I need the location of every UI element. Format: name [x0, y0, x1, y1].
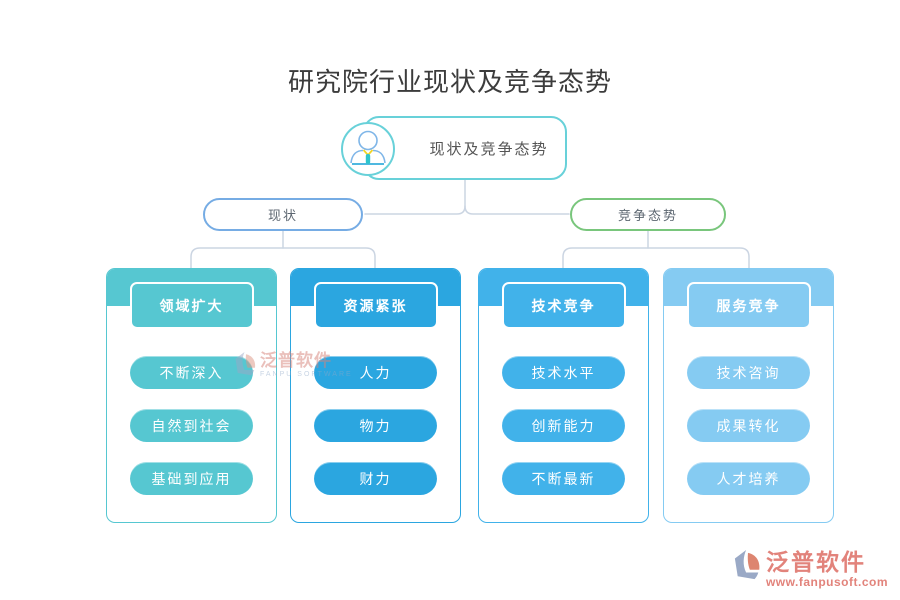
- item-pill: 人力: [314, 356, 437, 389]
- card-items: 不断深入 自然到社会 基础到应用: [107, 356, 276, 495]
- root-node: 现状及竞争态势: [341, 116, 567, 180]
- card-service-competition: 服务竞争 技术咨询 成果转化 人才培养: [663, 268, 834, 523]
- item-pill: 创新能力: [502, 409, 625, 442]
- branch-status-label: 现状: [267, 208, 298, 223]
- card-header: 服务竞争: [686, 282, 811, 329]
- item-pill: 技术水平: [502, 356, 625, 389]
- item-pill: 不断深入: [130, 356, 253, 389]
- watermark-corner-brand: 泛普软件: [765, 549, 866, 575]
- card-items: 技术咨询 成果转化 人才培养: [664, 356, 833, 495]
- card-field-expansion: 领域扩大 不断深入 自然到社会 基础到应用: [106, 268, 277, 523]
- item-pill: 财力: [314, 462, 437, 495]
- card-header: 资源紧张: [313, 282, 438, 329]
- card-items: 人力 物力 财力: [291, 356, 460, 495]
- branch-competition-label: 竞争态势: [617, 208, 678, 223]
- item-pill: 自然到社会: [130, 409, 253, 442]
- card-tech-competition: 技术竞争 技术水平 创新能力 不断最新: [478, 268, 649, 523]
- diagram-title: 研究院行业现状及竞争态势: [287, 68, 612, 97]
- item-pill: 物力: [314, 409, 437, 442]
- branch-status: 现状: [203, 198, 363, 231]
- root-node-label: 现状及竞争态势: [429, 140, 549, 158]
- card-header: 领域扩大: [129, 282, 254, 329]
- card-items: 技术水平 创新能力 不断最新: [479, 356, 648, 495]
- watermark-corner: 泛普软件 www.fanpusoft.com: [733, 549, 888, 589]
- card-resource-shortage: 资源紧张 人力 物力 财力: [290, 268, 461, 523]
- person-icon: [350, 130, 386, 165]
- item-pill: 技术咨询: [687, 356, 810, 389]
- item-pill: 成果转化: [687, 409, 810, 442]
- branch-competition: 竞争态势: [570, 198, 726, 231]
- watermark-corner-url: www.fanpusoft.com: [765, 575, 888, 589]
- item-pill: 基础到应用: [130, 462, 253, 495]
- fanpu-logo-icon: [734, 550, 760, 580]
- avatar: [341, 122, 395, 176]
- item-pill: 人才培养: [687, 462, 810, 495]
- item-pill: 不断最新: [502, 462, 625, 495]
- card-header: 技术竞争: [501, 282, 626, 329]
